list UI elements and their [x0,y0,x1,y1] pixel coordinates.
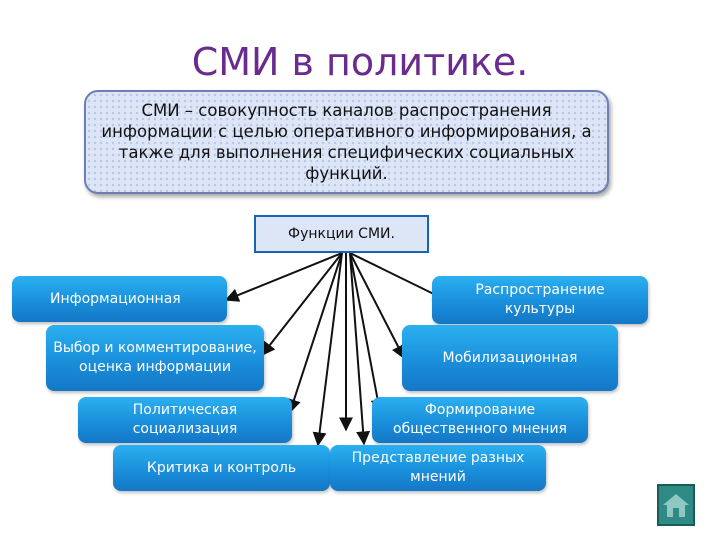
node-label: Формирование общественного мнения [393,402,567,437]
home-icon [663,494,689,517]
arrow-critique [312,252,343,447]
node-mobilization: Мобилизационная [402,325,618,391]
node-culture: Распространение культуры [432,276,648,324]
node-label: Информационная [50,290,181,307]
node-informational: Информационная [12,276,227,322]
home-button[interactable] [657,484,695,526]
node-label: Представление разных мнений [351,450,525,485]
arrow-culture [349,252,448,301]
node-label: Критика и контроль [146,459,297,476]
functions-label: Функции СМИ. [288,226,395,242]
definition-box: СМИ – совокупность каналов распространен… [84,90,609,194]
node-label: Мобилизационная [442,349,578,366]
definition-text: СМИ – совокупность каналов распространен… [101,101,592,183]
arrow-socialization [287,252,343,414]
arrow-views [349,252,371,446]
node-views: Представление разных мнений [330,445,546,491]
page-title: СМИ в политике. [191,40,529,84]
arrow-selection [261,252,343,357]
functions-box: Функции СМИ. [254,215,429,253]
node-opinion: Формирование общественного мнения [372,397,588,443]
node-label: Распространение культуры [475,282,605,317]
node-socialization: Политическая социализация [78,397,292,443]
node-label: Политическая социализация [132,402,238,437]
arrow-opinion [349,252,385,414]
node-critique: Критика и контроль [113,445,330,491]
node-label: Выбор и комментирование, оценка информац… [53,340,257,375]
arrow-informational [224,252,343,302]
node-selection: Выбор и комментирование, оценка информац… [46,325,264,391]
arrow-mobilization [349,252,405,360]
